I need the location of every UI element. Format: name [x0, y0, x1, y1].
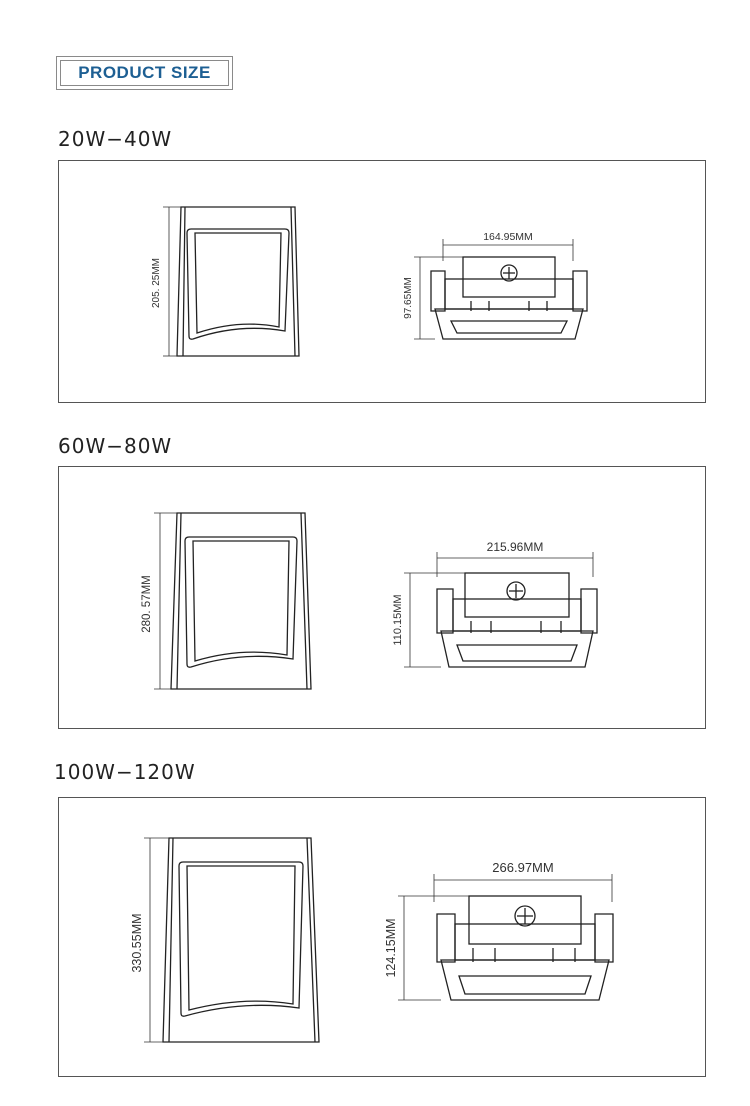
dimension-drawing-3: 330.55MM 266.97MM 124.15MM	[130, 837, 614, 1043]
side-view-drawing	[430, 256, 588, 340]
front-view-drawing	[170, 512, 312, 690]
front-view-drawing	[162, 837, 320, 1043]
section-title-3: 100W−120W	[54, 760, 196, 784]
width-dimension-label: 266.97MM	[492, 860, 553, 875]
product-size-label: PRODUCT SIZE	[60, 60, 229, 86]
depth-dimension-line	[404, 572, 465, 668]
dimension-drawing-1: 205. 25MM 164.95MM 97.6	[151, 206, 588, 357]
section-title-2: 60W−80W	[58, 434, 173, 458]
height-dimension-label: 205. 25MM	[151, 258, 162, 308]
depth-dimension-line	[414, 256, 463, 340]
section-title-1: 20W−40W	[58, 127, 173, 151]
depth-dimension-label: 97.65MM	[403, 277, 414, 319]
height-dimension-line	[163, 206, 181, 357]
dimension-panel-2: 280. 57MM 215.96MM 110.15MM	[58, 466, 706, 729]
width-dimension-label: 215.96MM	[487, 540, 544, 554]
width-dimension-label: 164.95MM	[483, 231, 533, 243]
dimension-panel-3: 330.55MM 266.97MM 124.15MM	[58, 797, 706, 1077]
height-dimension-label: 280. 57MM	[141, 575, 153, 633]
height-dimension-label: 330.55MM	[130, 913, 144, 972]
depth-dimension-label: 124.15MM	[384, 918, 398, 977]
side-view-drawing	[436, 895, 614, 1001]
height-dimension-line	[154, 512, 177, 690]
depth-dimension-line	[398, 895, 469, 1001]
product-size-badge: PRODUCT SIZE	[56, 56, 233, 90]
width-dimension-line	[433, 874, 613, 902]
height-dimension-line	[144, 837, 169, 1043]
dimension-drawing-2: 280. 57MM 215.96MM 110.15MM	[141, 512, 598, 690]
front-view-drawing	[176, 206, 300, 357]
side-view-drawing	[436, 572, 598, 668]
dimension-panel-1: 205. 25MM 164.95MM 97.6	[58, 160, 706, 403]
depth-dimension-label: 110.15MM	[392, 594, 404, 645]
